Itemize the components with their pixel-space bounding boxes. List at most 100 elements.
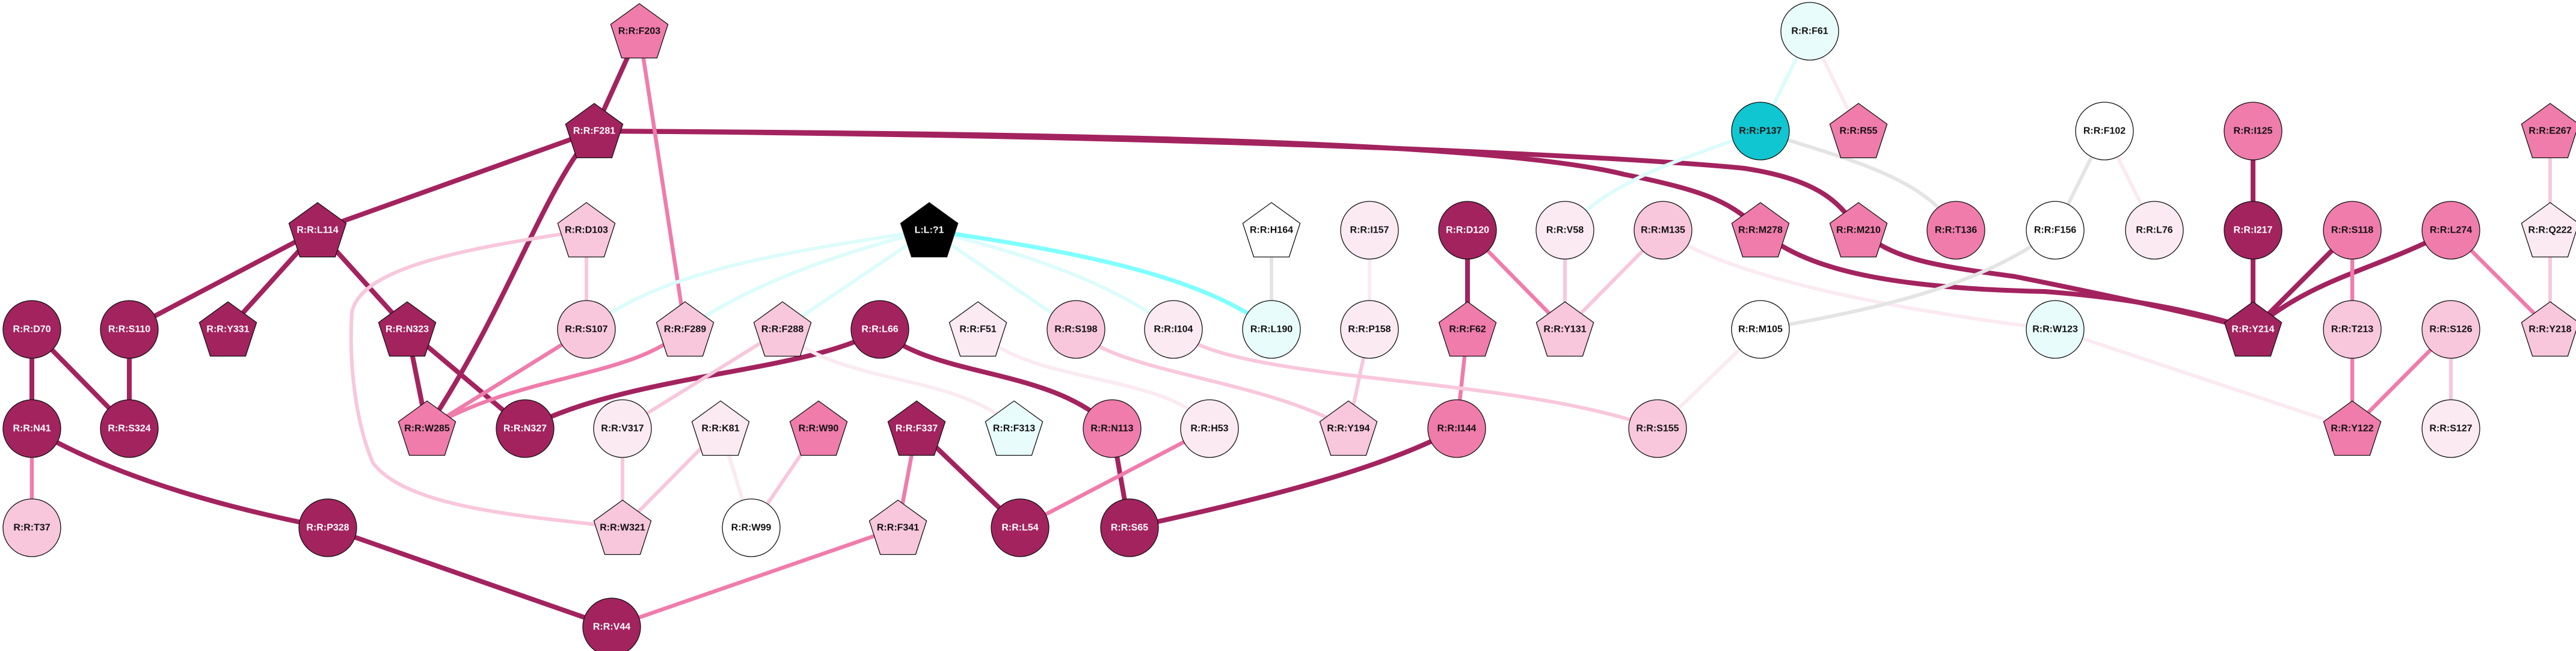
node-r-r-f289[interactable]: R:R:F289 <box>656 301 715 357</box>
node-label: R:R:Y214 <box>2231 325 2274 335</box>
pentagon-node-shape <box>378 301 437 357</box>
node-r-r-h164[interactable]: R:R:H164 <box>1242 202 1301 258</box>
node-label: R:R:F288 <box>761 325 804 335</box>
node-r-r-s107[interactable]: R:R:S107 <box>557 300 616 359</box>
node-label: R:R:D103 <box>565 225 608 236</box>
node-r-r-q222[interactable]: R:R:Q222 <box>2521 202 2576 258</box>
node-r-r-f288[interactable]: R:R:F288 <box>753 301 812 357</box>
node-r-r-m278[interactable]: R:R:M278 <box>1731 202 1790 258</box>
node-r-r-y194[interactable]: R:R:Y194 <box>1319 400 1378 456</box>
node-r-r-y131[interactable]: R:R:Y131 <box>1535 301 1594 357</box>
circle-node-shape <box>2323 300 2382 359</box>
circle-node-shape <box>1340 300 1399 359</box>
node-label: R:R:M278 <box>1738 225 1783 236</box>
edge-l-l-1-r-r-i104 <box>929 228 1175 331</box>
node-r-r-l114[interactable]: R:R:L114 <box>288 202 347 258</box>
node-r-r-l274[interactable]: R:R:L274 <box>2421 201 2480 260</box>
node-label: R:R:E267 <box>2528 126 2571 136</box>
node-r-r-y214[interactable]: R:R:Y214 <box>2224 301 2282 357</box>
pentagon-node-shape <box>593 500 652 555</box>
node-r-r-s118[interactable]: R:R:S118 <box>2323 201 2382 260</box>
node-r-r-k81[interactable]: R:R:K81 <box>691 400 750 456</box>
node-r-r-f156[interactable]: R:R:F156 <box>2026 201 2085 260</box>
node-r-r-w99[interactable]: R:R:W99 <box>722 498 781 557</box>
node-r-r-p328[interactable]: R:R:P328 <box>298 498 357 557</box>
node-r-r-s126[interactable]: R:R:S126 <box>2421 300 2480 359</box>
node-r-r-n327[interactable]: R:R:N327 <box>496 399 555 458</box>
node-label: R:R:T37 <box>13 523 50 533</box>
circle-node-shape <box>582 598 641 651</box>
node-r-r-f61[interactable]: R:R:F61 <box>1780 2 1839 61</box>
circle-node-shape <box>2421 300 2480 359</box>
node-r-r-w321[interactable]: R:R:W321 <box>593 500 652 555</box>
node-r-r-l190[interactable]: R:R:L190 <box>1242 300 1301 359</box>
node-r-r-i217[interactable]: R:R:I217 <box>2224 201 2282 260</box>
node-r-r-t37[interactable]: R:R:T37 <box>2 498 61 557</box>
node-r-r-v58[interactable]: R:R:V58 <box>1535 201 1594 260</box>
circle-node-shape <box>2125 201 2184 260</box>
node-r-r-i157[interactable]: R:R:I157 <box>1340 201 1399 260</box>
node-l-l-1[interactable]: L:L:?1 <box>900 202 959 258</box>
node-r-r-f51[interactable]: R:R:F51 <box>948 301 1007 357</box>
node-r-r-w90[interactable]: R:R:W90 <box>789 400 848 456</box>
node-r-r-i144[interactable]: R:R:I144 <box>1427 399 1486 458</box>
node-r-r-f62[interactable]: R:R:F62 <box>1438 301 1497 357</box>
node-r-r-e267[interactable]: R:R:E267 <box>2521 103 2576 159</box>
pentagon-node-shape <box>887 400 946 456</box>
node-r-r-l54[interactable]: R:R:L54 <box>991 498 1050 557</box>
node-r-r-l76[interactable]: R:R:L76 <box>2125 201 2184 260</box>
node-r-r-t136[interactable]: R:R:T136 <box>1926 201 1985 260</box>
node-r-r-s155[interactable]: R:R:S155 <box>1628 399 1687 458</box>
node-r-r-d120[interactable]: R:R:D120 <box>1438 201 1497 260</box>
node-r-r-d103[interactable]: R:R:D103 <box>557 202 616 258</box>
circle-node-shape <box>593 399 652 458</box>
circle-node-shape <box>2323 201 2382 260</box>
node-r-r-s324[interactable]: R:R:S324 <box>100 399 159 458</box>
edge-r-r-s107-r-r-w285 <box>426 328 588 430</box>
node-r-r-f203[interactable]: R:R:F203 <box>610 3 669 59</box>
node-r-r-v44[interactable]: R:R:V44 <box>582 598 641 651</box>
node-r-r-f337[interactable]: R:R:F337 <box>887 400 946 456</box>
node-r-r-r55[interactable]: R:R:R55 <box>1829 103 1888 159</box>
circle-node-shape <box>1144 300 1203 359</box>
node-label: R:R:W321 <box>600 523 645 533</box>
node-label: R:R:S155 <box>1636 424 1679 434</box>
node-r-r-m210[interactable]: R:R:M210 <box>1829 202 1888 258</box>
node-label: R:R:W285 <box>404 424 450 434</box>
node-r-r-f281[interactable]: R:R:F281 <box>565 103 624 159</box>
node-r-r-s127[interactable]: R:R:S127 <box>2421 399 2480 458</box>
circle-node-shape <box>2 498 61 557</box>
node-r-r-y218[interactable]: R:R:Y218 <box>2521 301 2576 357</box>
node-r-r-i125[interactable]: R:R:I125 <box>2224 102 2282 160</box>
node-r-r-p137[interactable]: R:R:P137 <box>1731 102 1790 160</box>
node-r-r-n113[interactable]: R:R:N113 <box>1083 399 1142 458</box>
node-r-r-d70[interactable]: R:R:D70 <box>2 300 61 359</box>
node-r-r-l66[interactable]: R:R:L66 <box>850 300 909 359</box>
node-r-r-y122[interactable]: R:R:Y122 <box>2323 400 2382 456</box>
node-r-r-v317[interactable]: R:R:V317 <box>593 399 652 458</box>
node-r-r-i104[interactable]: R:R:I104 <box>1144 300 1203 359</box>
node-r-r-p158[interactable]: R:R:P158 <box>1340 300 1399 359</box>
node-r-r-h53[interactable]: R:R:H53 <box>1180 399 1239 458</box>
node-label: R:R:T213 <box>2331 325 2373 335</box>
node-r-r-s65[interactable]: R:R:S65 <box>1100 498 1159 557</box>
node-r-r-n323[interactable]: R:R:N323 <box>378 301 437 357</box>
node-r-r-s110[interactable]: R:R:S110 <box>100 300 159 359</box>
node-r-r-w123[interactable]: R:R:W123 <box>2026 300 2085 359</box>
edge-r-r-m135-r-r-w123 <box>1662 228 2056 331</box>
node-r-r-f341[interactable]: R:R:F341 <box>868 500 927 555</box>
pentagon-node-shape <box>2323 400 2382 456</box>
node-r-r-f313[interactable]: R:R:F313 <box>985 400 1044 456</box>
node-label: R:R:H164 <box>1250 225 1293 236</box>
node-r-r-w285[interactable]: R:R:W285 <box>398 400 456 456</box>
node-r-r-t213[interactable]: R:R:T213 <box>2323 300 2382 359</box>
node-r-r-y331[interactable]: R:R:Y331 <box>198 301 257 357</box>
node-r-r-m105[interactable]: R:R:M105 <box>1731 300 1790 359</box>
edge-r-r-m210-r-r-y214 <box>1857 228 2254 332</box>
node-r-r-f102[interactable]: R:R:F102 <box>2075 102 2134 160</box>
circle-node-shape <box>1634 201 1692 260</box>
node-r-r-n41[interactable]: R:R:N41 <box>2 399 61 458</box>
node-r-r-m135[interactable]: R:R:M135 <box>1634 201 1692 260</box>
node-r-r-s198[interactable]: R:R:S198 <box>1047 300 1105 359</box>
